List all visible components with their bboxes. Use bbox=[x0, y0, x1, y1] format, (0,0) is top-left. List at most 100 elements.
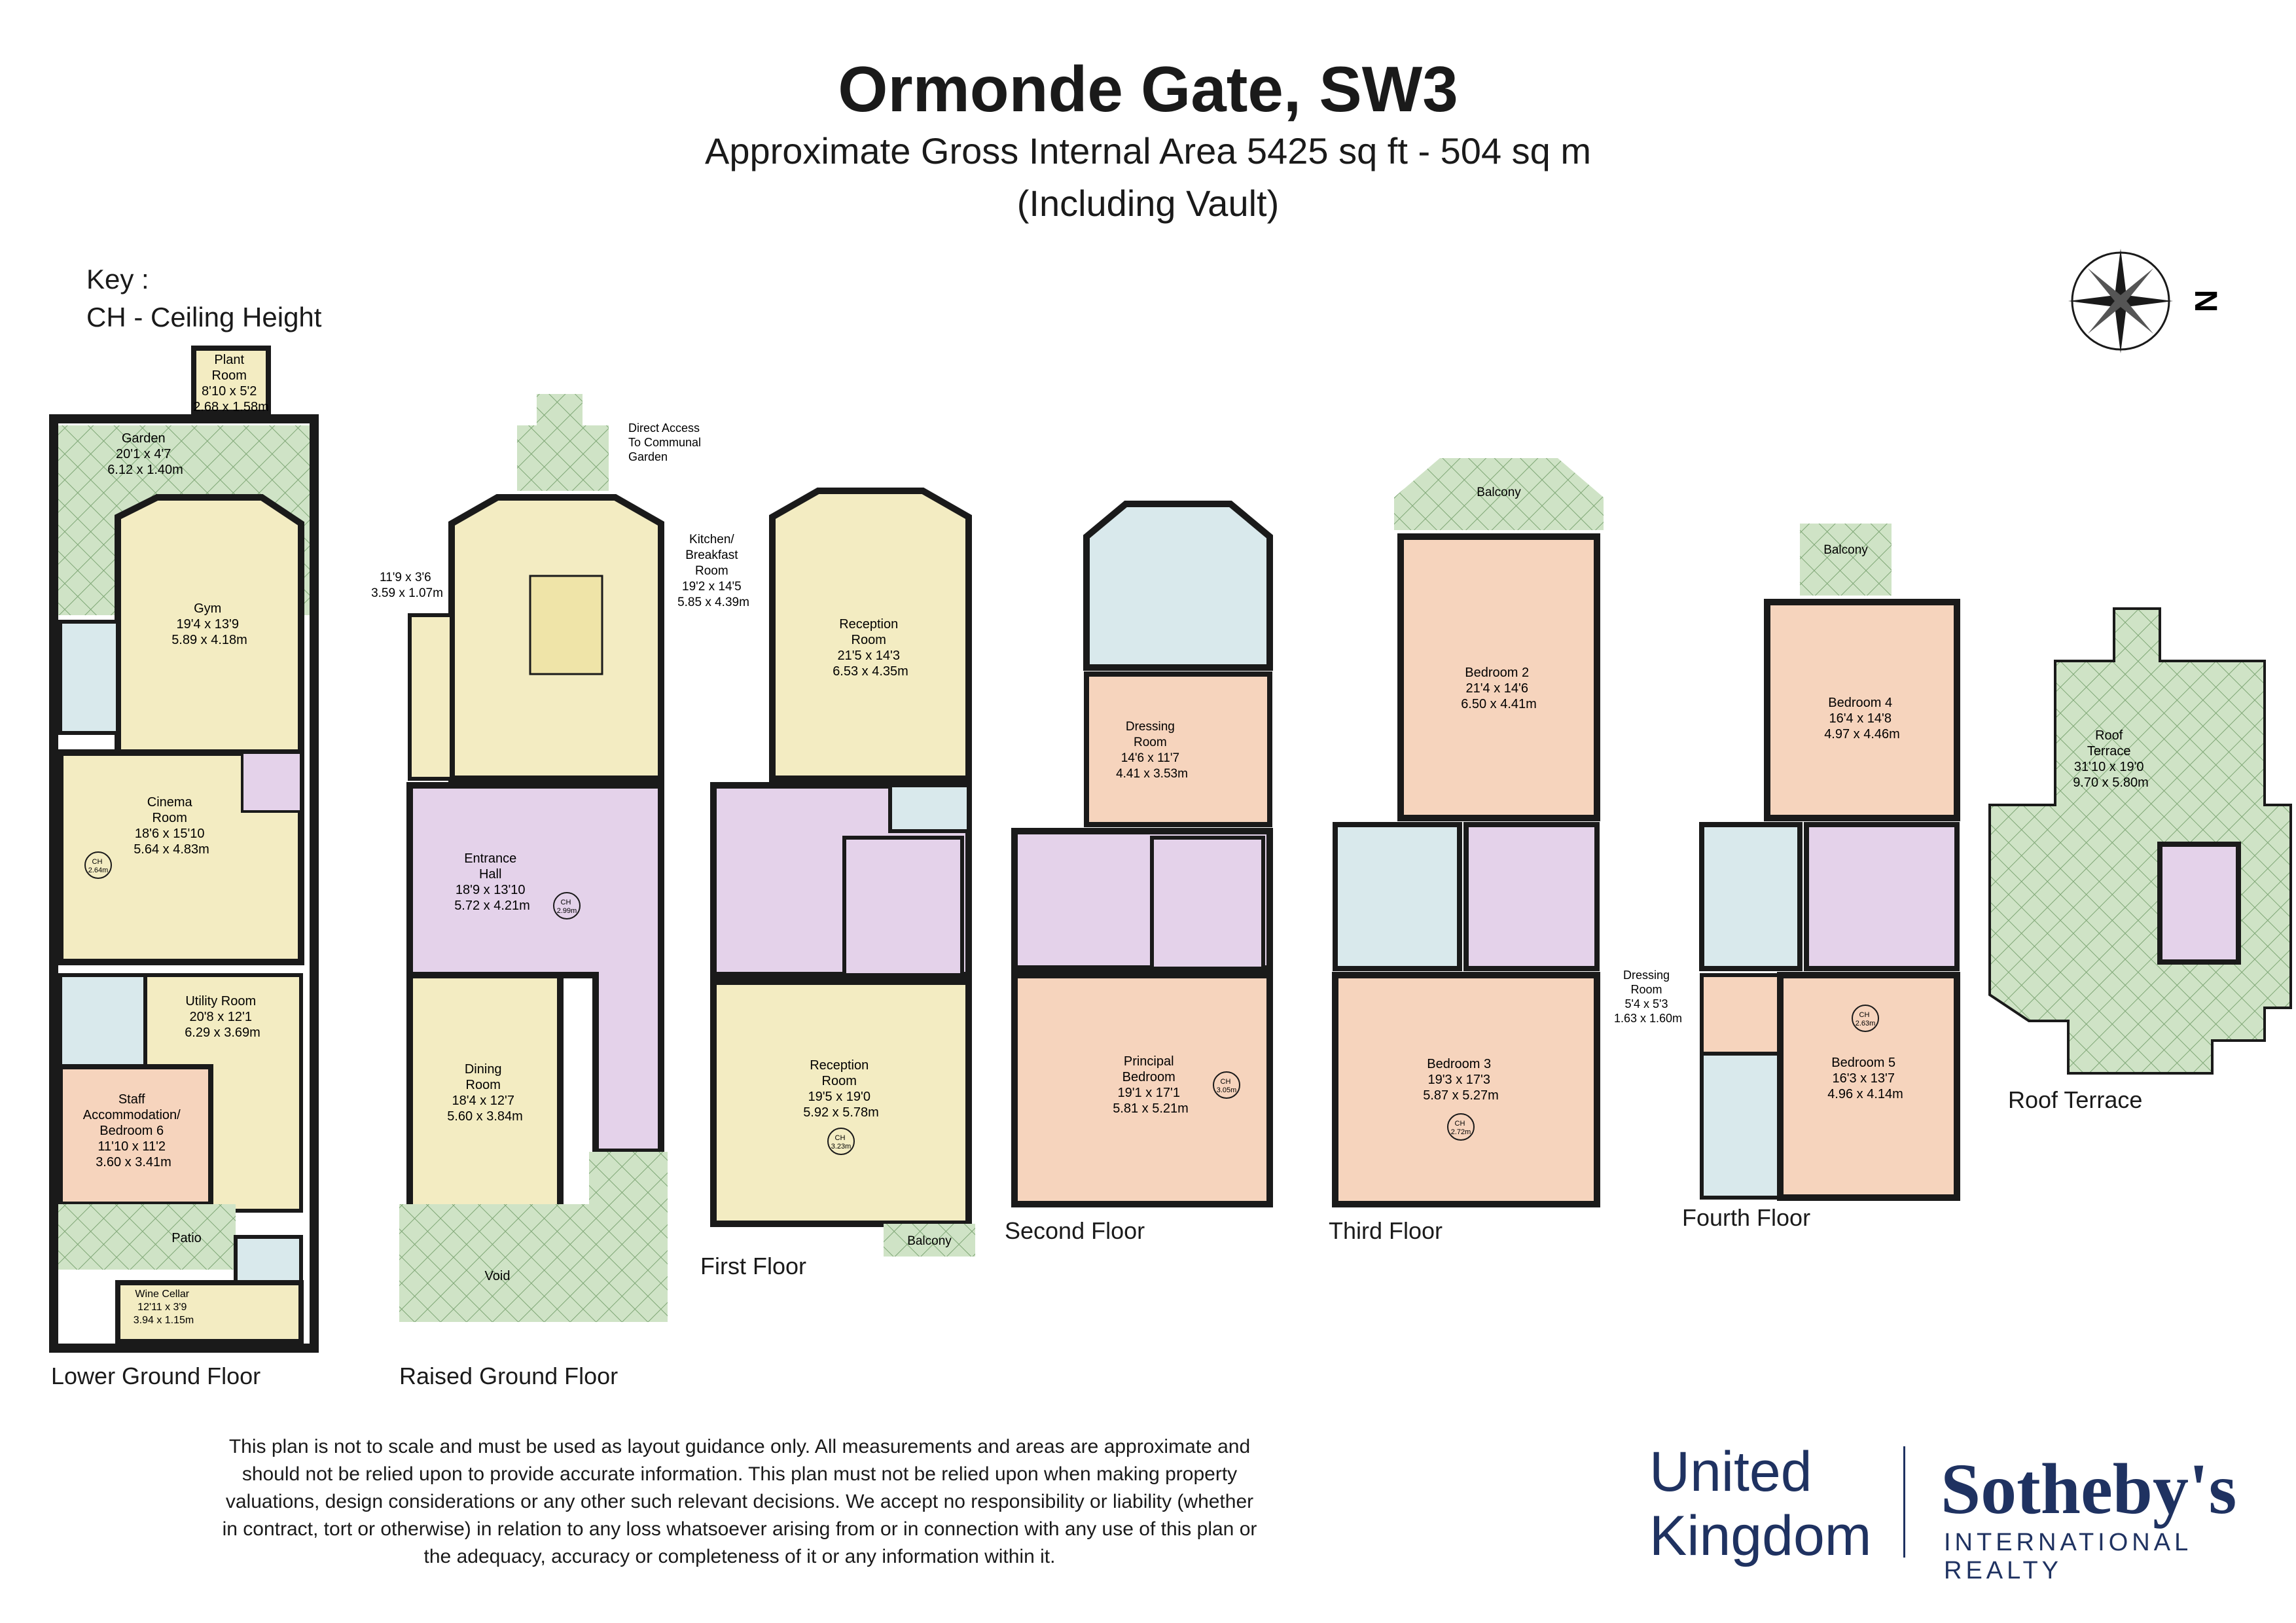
cinema-ceiling-height: CH 2.64m bbox=[88, 858, 109, 874]
fourth-floor-dressing-room bbox=[1700, 973, 1782, 1056]
third-floor-balcony-label: Balcony bbox=[1477, 486, 1521, 499]
brand-tagline: INTERNATIONAL REALTY bbox=[1944, 1529, 2191, 1584]
gym-label: Gym 19'4 x 13'9 5.89 x 4.18m bbox=[171, 601, 247, 647]
principal-bathroom bbox=[1083, 501, 1273, 671]
third-floor-balcony bbox=[1394, 458, 1604, 530]
ceiling-height-marker bbox=[1213, 1071, 1240, 1099]
wc bbox=[234, 1235, 303, 1285]
patio-label: Patio bbox=[171, 1231, 202, 1245]
reception-room-back bbox=[769, 488, 972, 782]
key-ceiling-height: CH - Ceiling Height bbox=[86, 302, 322, 332]
ceiling-height-marker bbox=[1852, 1005, 1879, 1032]
brand-divider bbox=[1903, 1446, 1905, 1558]
dining-room bbox=[406, 972, 564, 1227]
gym-shower-room bbox=[58, 620, 120, 735]
entrance-ceiling-height: CH 2.99m bbox=[557, 899, 577, 915]
cinema-room-label: Cinema Room 18'6 x 15'10 5.64 x 4.83m bbox=[134, 795, 209, 857]
first-floor-balcony-label: Balcony bbox=[907, 1234, 952, 1248]
plan-title: Ormonde Gate, SW3 bbox=[838, 53, 1458, 125]
first-floor-stairs bbox=[842, 836, 964, 977]
brand-region-line2: Kingdom bbox=[1649, 1505, 1872, 1567]
third-floor-label: Third Floor bbox=[1329, 1217, 1443, 1244]
north-label: N bbox=[2188, 290, 2219, 313]
bedroom-5 bbox=[1777, 972, 1960, 1201]
plant-room-label: Plant Room 8'10 x 5'2 2.68 x 1.58m bbox=[193, 353, 269, 414]
fourth-floor-bathroom bbox=[1699, 822, 1803, 971]
reception-room-front bbox=[710, 978, 972, 1227]
second-floor: Dressing Room 14'6 x 11'7 4.41 x 3.53m P… bbox=[1011, 501, 1273, 1207]
ceiling-height-marker bbox=[84, 851, 112, 879]
third-floor: Balcony Bedroom 2 21'4 x 14'6 6.50 x 4.4… bbox=[1332, 458, 1604, 1207]
roof-terrace-floor-label: Roof Terrace bbox=[2008, 1086, 2143, 1113]
raised-ground-floor-label: Raised Ground Floor bbox=[399, 1363, 619, 1389]
fourth-floor-balcony bbox=[1800, 524, 1892, 596]
utility-room-label: Utility Room 20'8 x 12'1 6.29 x 3.69m bbox=[185, 994, 260, 1040]
lower-ground-stairs bbox=[241, 751, 302, 813]
gross-area: Approximate Gross Internal Area 5425 sq … bbox=[704, 130, 1591, 171]
communal-garden-access bbox=[517, 425, 609, 491]
bedroom-3-label: Bedroom 3 19'3 x 17'3 5.87 x 5.27m bbox=[1423, 1057, 1499, 1103]
bedroom-5-ceiling-height: CH 2.63m bbox=[1856, 1011, 1876, 1027]
ceiling-height-marker bbox=[827, 1128, 855, 1155]
roof-terrace: Roof Terrace 31'10 x 19'0 9.70 x 5.80m bbox=[1988, 607, 2292, 1075]
roof-terrace-area bbox=[1988, 607, 2292, 1075]
dressing-room bbox=[1084, 671, 1272, 827]
plant-room bbox=[191, 346, 271, 415]
reception-room-back-label: Reception Room 21'5 x 14'3 6.53 x 4.35m bbox=[833, 617, 908, 679]
first-floor: Reception Room 21'5 x 14'3 6.53 x 4.35m … bbox=[710, 488, 975, 1257]
fourth-floor-label: Fourth Floor bbox=[1682, 1204, 1811, 1231]
key-legend: Key : CH - Ceiling Height bbox=[86, 260, 321, 336]
void-label: Void bbox=[485, 1269, 511, 1283]
side-room-label: 11'9 x 3'6 3.59 x 1.07m bbox=[371, 571, 443, 600]
kitchen-label: Kitchen/ Breakfast Room 19'2 x 14'5 5.85… bbox=[677, 533, 749, 609]
wine-cellar bbox=[115, 1280, 304, 1344]
brand-region: United Kingdom bbox=[1649, 1440, 1871, 1568]
bedroom-5-label: Bedroom 5 16'3 x 13'7 4.96 x 4.14m bbox=[1827, 1056, 1903, 1101]
garden-label: Garden 20'1 x 4'7 6.12 x 1.40m bbox=[107, 431, 183, 477]
staff-bedroom-label: Staff Accommodation/ Bedroom 6 11'10 x 1… bbox=[83, 1092, 185, 1169]
wine-cellar-label: Wine Cellar 12'11 x 3'9 3.94 x 1.15m bbox=[134, 1289, 194, 1326]
bedroom-3 bbox=[1332, 972, 1600, 1207]
lower-ground-outline bbox=[49, 414, 319, 1353]
fourth-floor: Balcony Bedroom 4 16'4 x 14'8 4.97 x 4.4… bbox=[1614, 524, 1960, 1201]
staff-bedroom bbox=[58, 1064, 213, 1207]
brand-logo: Sotheby's bbox=[1941, 1449, 2237, 1529]
first-floor-label: First Floor bbox=[700, 1253, 806, 1279]
first-floor-wc bbox=[888, 783, 971, 833]
bedroom-4-label: Bedroom 4 16'4 x 14'8 4.97 x 4.46m bbox=[1824, 696, 1900, 741]
fourth-floor-balcony-label: Balcony bbox=[1823, 543, 1868, 557]
bedroom-4 bbox=[1764, 599, 1960, 821]
fourth-floor-stairs bbox=[1804, 822, 1960, 971]
third-floor-bathroom bbox=[1333, 822, 1462, 971]
third-floor-stairs bbox=[1463, 822, 1600, 971]
bedroom-2 bbox=[1397, 533, 1600, 821]
staff-shower-room bbox=[58, 973, 147, 1069]
fourth-floor-dressing-label: Dressing Room 5'4 x 5'3 1.63 x 1.60m bbox=[1614, 969, 1682, 1025]
fourth-floor-shower-room bbox=[1700, 1052, 1782, 1200]
key-heading: Key : bbox=[86, 264, 149, 294]
side-room bbox=[408, 613, 454, 781]
disclaimer: This plan is not to scale and must be us… bbox=[222, 1436, 1257, 1567]
compass-icon: N bbox=[2068, 249, 2219, 353]
ceiling-height-marker bbox=[553, 892, 581, 919]
second-floor-label: Second Floor bbox=[1005, 1217, 1145, 1244]
reception-ceiling-height: CH 3.23m bbox=[831, 1134, 852, 1150]
raised-ground-floor: Direct Access To Communal Garden Kitchen… bbox=[371, 394, 749, 1322]
dressing-room-label: Dressing Room 14'6 x 11'7 4.41 x 3.53m bbox=[1116, 720, 1188, 781]
front-steps bbox=[589, 1152, 668, 1322]
roof-stairs bbox=[2157, 842, 2241, 965]
bedroom-3-ceiling-height: CH 2.72m bbox=[1451, 1120, 1471, 1136]
patio bbox=[52, 1204, 236, 1270]
roof-terrace-label: Roof Terrace 31'10 x 19'0 9.70 x 5.80m bbox=[2073, 728, 2149, 790]
second-floor-stairs bbox=[1150, 836, 1265, 971]
principal-ceiling-height: CH 3.05m bbox=[1217, 1078, 1237, 1094]
direct-access-label: Direct Access To Communal Garden bbox=[628, 421, 704, 463]
first-floor-balcony bbox=[884, 1224, 975, 1257]
reception-room-front-label: Reception Room 19'5 x 19'0 5.92 x 5.78m bbox=[803, 1058, 879, 1120]
principal-bedroom bbox=[1011, 972, 1273, 1207]
dining-room-label: Dining Room 18'4 x 12'7 5.60 x 3.84m bbox=[447, 1062, 523, 1124]
entrance-hall-label: Entrance Hall 18'9 x 13'10 5.72 x 4.21m bbox=[454, 851, 530, 913]
kitchen-island bbox=[529, 575, 603, 675]
bedroom-2-label: Bedroom 2 21'4 x 14'6 6.50 x 4.41m bbox=[1461, 666, 1537, 711]
